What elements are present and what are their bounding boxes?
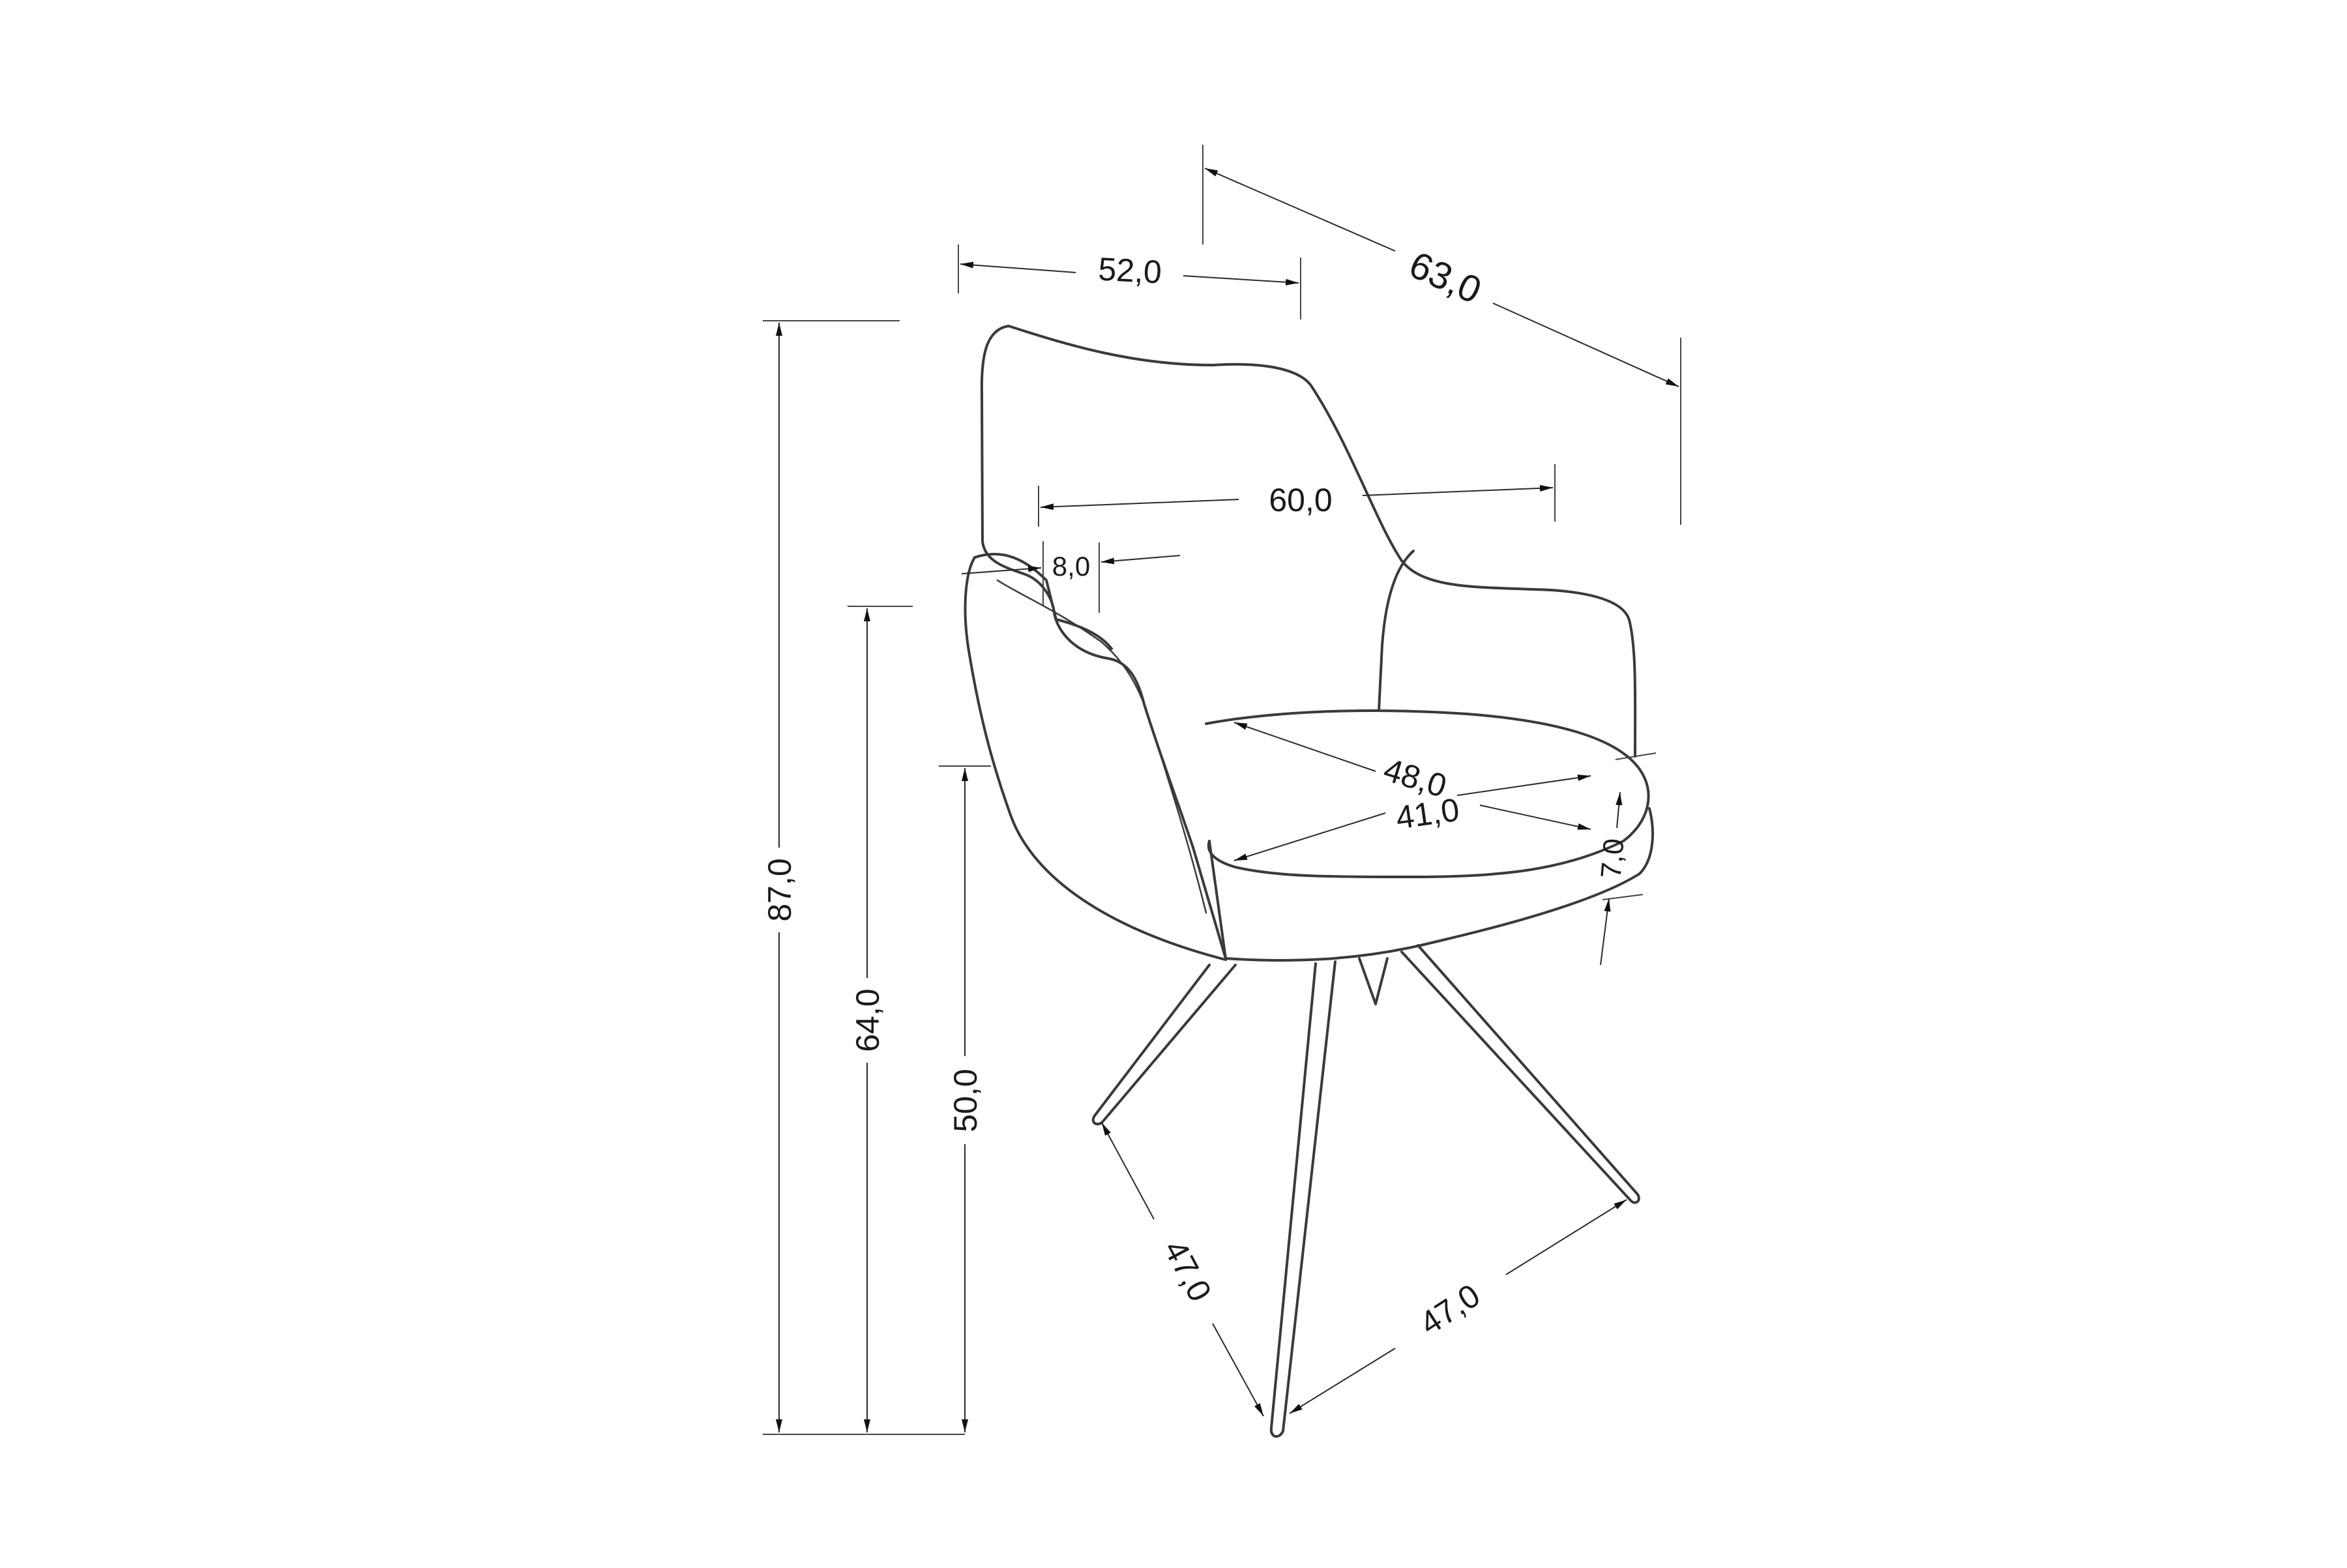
- label-armrest-height: 64,0: [849, 988, 886, 1052]
- dim-line-back-width-right: [1362, 484, 1554, 496]
- dim-line-leg-right-top: [1505, 1199, 1627, 1275]
- label-seat-thickness: 7,0: [1595, 837, 1630, 880]
- label-total-height: 87,0: [761, 858, 798, 921]
- dim-line-width-left: [960, 261, 1076, 273]
- dim-line-thickness-bottom: [1600, 898, 1611, 966]
- extension-line-thickness-top: [1615, 752, 1657, 760]
- dim-line-thickness-top: [1616, 791, 1623, 829]
- label-seat-depth: 41,0: [1394, 791, 1462, 836]
- left-arm-piping: [996, 579, 1207, 914]
- dim-line-depth-right: [1492, 303, 1679, 387]
- dim-line-armrest-width-right: [1100, 555, 1181, 565]
- dim-line-leg-right-bottom: [1289, 1348, 1396, 1414]
- chair-outline: [964, 325, 1654, 1438]
- dim-line-width-right: [1183, 275, 1299, 286]
- leg-front-right: [1400, 944, 1640, 1204]
- label-back-width: 60,0: [1269, 482, 1332, 518]
- leg-back: [1358, 957, 1389, 1005]
- dim-line-seat-depth-left: [1233, 812, 1386, 861]
- right-arm-front: [1378, 550, 1415, 712]
- dim-line-depth-left: [1204, 168, 1396, 252]
- label-armrest-width: 8,0: [1052, 551, 1090, 582]
- seat-front: [1208, 807, 1654, 962]
- label-depth: 63,0: [1403, 243, 1488, 312]
- leg-front-left: [1091, 964, 1237, 1126]
- seat-top: [1205, 709, 1650, 878]
- label-seat-height: 50,0: [947, 1069, 984, 1132]
- label-leg-span-left: 47,0: [1157, 1234, 1218, 1307]
- leg-front-center: [1269, 960, 1336, 1438]
- dim-line-seat-width-left: [1233, 722, 1376, 772]
- left-armrest-inner: [973, 552, 1113, 650]
- dim-line-armrest-width-left: [961, 565, 1042, 574]
- dim-line-leg-left-top: [1101, 1122, 1155, 1220]
- dim-line-leg-left-bottom: [1212, 1323, 1264, 1417]
- backrest-top: [1007, 325, 1637, 758]
- label-leg-span-right: 47,0: [1413, 1277, 1486, 1342]
- label-width: 52,0: [1097, 250, 1162, 290]
- left-shell-outer: [964, 556, 1227, 961]
- dimension-lines: 87,0 64,0 50,0 52,0 63,0 60,0 8,0: [761, 145, 1681, 1435]
- dim-line-back-width-left: [1040, 499, 1239, 510]
- dim-line-seat-depth-right: [1479, 805, 1591, 830]
- dim-line-seat-width-right: [1456, 774, 1591, 796]
